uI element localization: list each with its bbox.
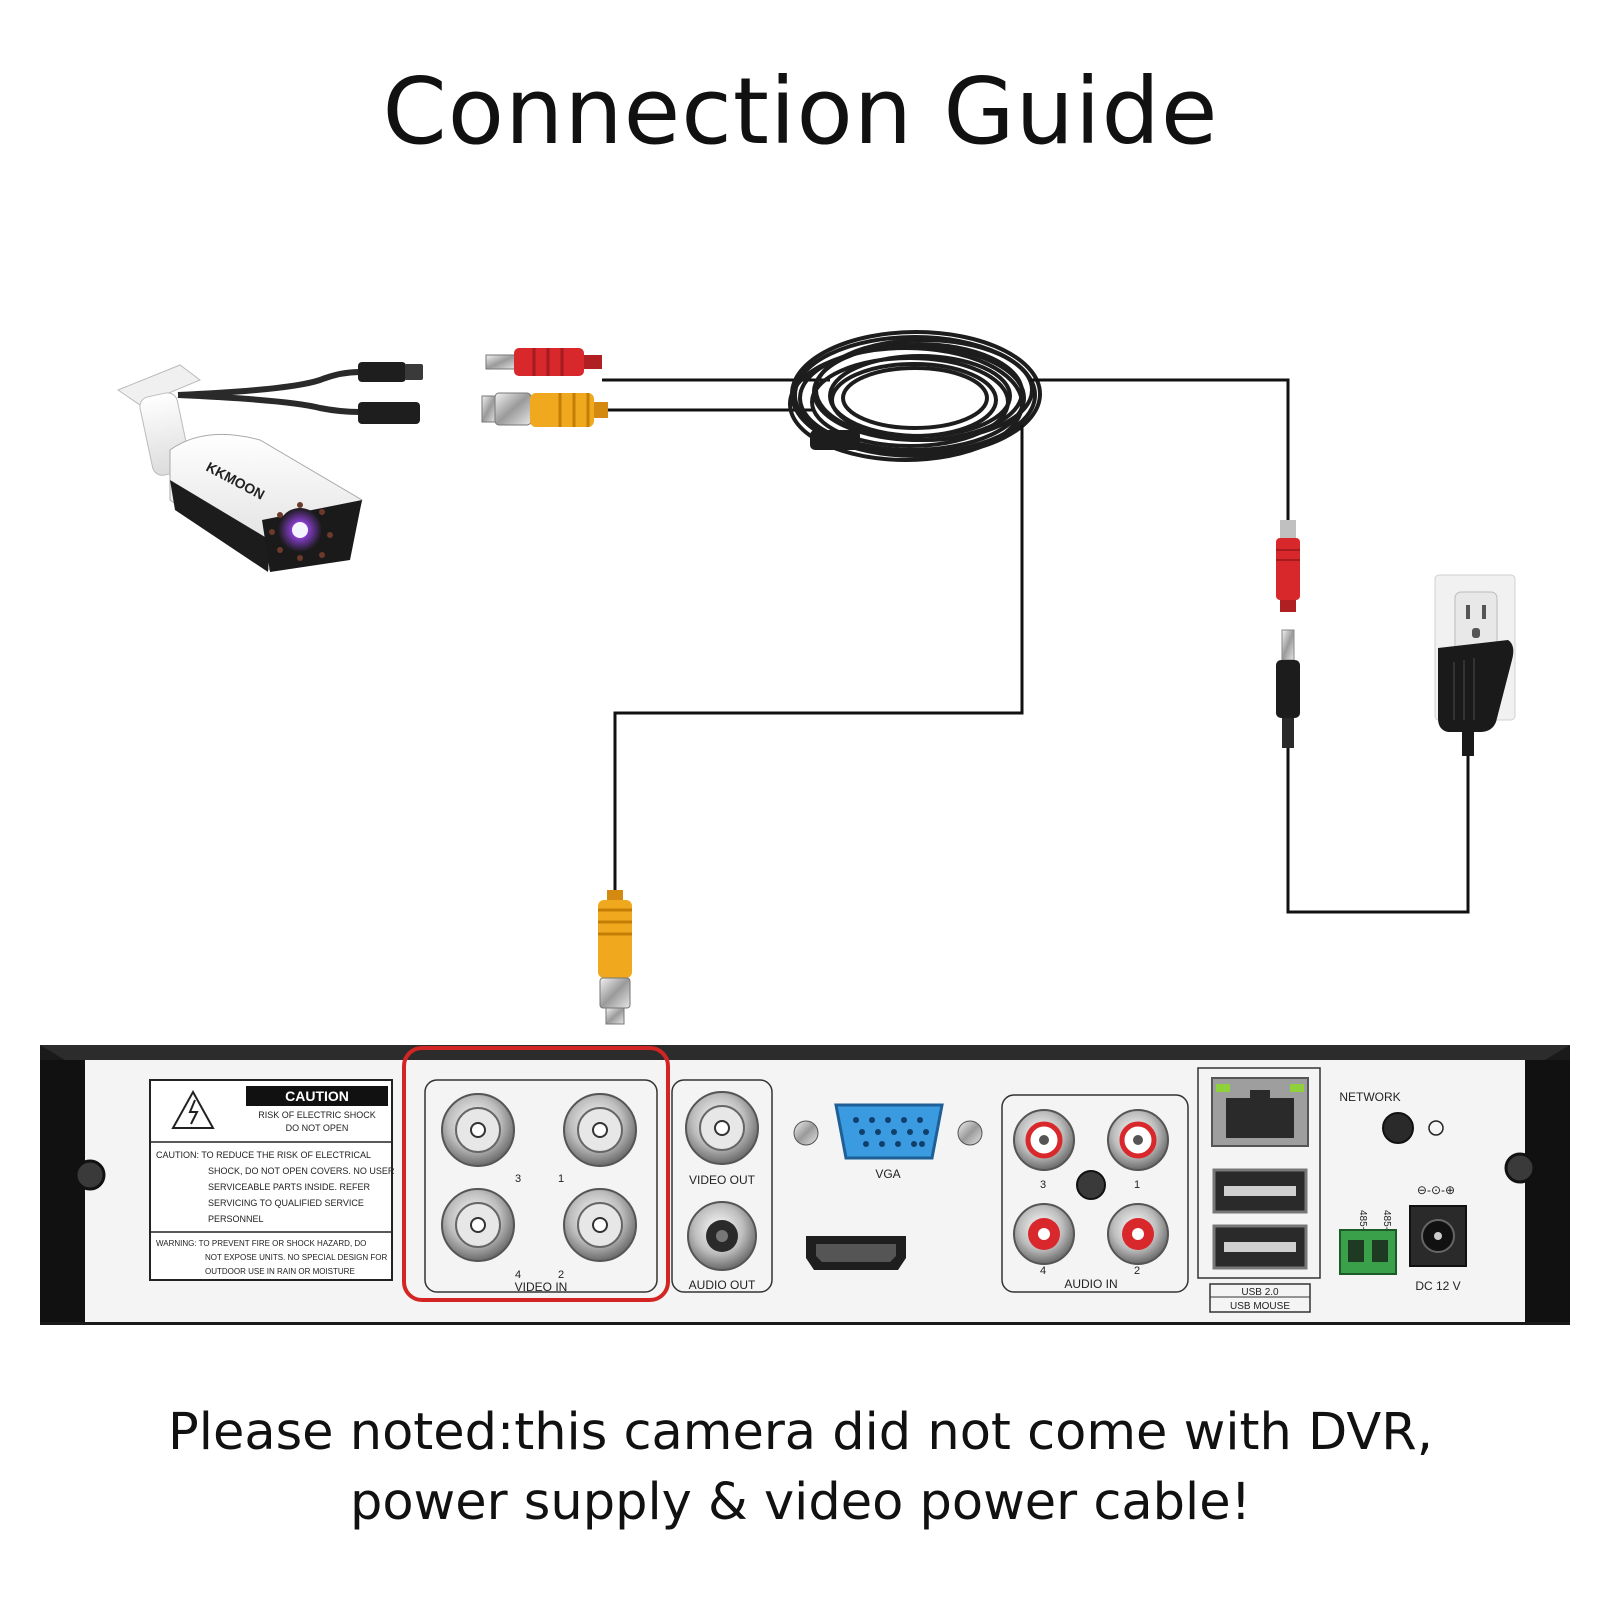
adapter-cable bbox=[1286, 748, 1470, 914]
ground-symbol-icon bbox=[1428, 1120, 1444, 1136]
bnc-video-connector-top bbox=[481, 392, 608, 427]
dc-polarity-label: ⊖-⊙-⊕ bbox=[1417, 1183, 1455, 1197]
warning-text-line: WARNING: TO PREVENT FIRE OR SHOCK HAZARD… bbox=[156, 1239, 366, 1248]
port-number: 1 bbox=[1134, 1179, 1140, 1191]
rca-port-2-icon bbox=[1107, 1203, 1169, 1265]
audio-out-label: AUDIO OUT bbox=[689, 1278, 756, 1292]
rs485-plus-label: 485+ bbox=[1357, 1210, 1368, 1233]
rca-port-1-icon bbox=[1107, 1109, 1169, 1171]
page-title: Connection Guide bbox=[382, 58, 1219, 165]
bnc-port-3-icon bbox=[441, 1093, 515, 1167]
video-audio-out-group: VIDEO OUT AUDIO OUT bbox=[671, 1079, 773, 1293]
caution-text-line: CAUTION: TO REDUCE THE RISK OF ELECTRICA… bbox=[156, 1150, 371, 1160]
port-number: 4 bbox=[515, 1269, 521, 1281]
video-cable-route bbox=[613, 425, 1024, 900]
power-female-connector bbox=[1276, 520, 1300, 612]
dc-voltage-label: DC 12 V bbox=[1415, 1279, 1460, 1293]
ethernet-port-icon bbox=[1211, 1077, 1309, 1147]
port-number: 2 bbox=[558, 1269, 564, 1281]
audio-in-port-group: 3 1 4 2 AUDIO IN bbox=[1001, 1094, 1189, 1293]
vga-port: VGA bbox=[793, 1103, 983, 1181]
usb-port-icon bbox=[1212, 1168, 1308, 1214]
bullet-camera: KKMOON bbox=[116, 364, 363, 572]
network-usb-group: USB 2.0 USB MOUSE bbox=[1197, 1067, 1321, 1313]
bnc-port-4-icon bbox=[441, 1188, 515, 1262]
caution-subheading-2: DO NOT OPEN bbox=[286, 1123, 349, 1133]
warning-text-line: NOT EXPOSE UNITS. NO SPECIAL DESIGN FOR bbox=[205, 1253, 387, 1262]
dc-power-jack-icon bbox=[1409, 1205, 1467, 1267]
disclaimer-line-2: power supply & video power cable! bbox=[349, 1473, 1252, 1532]
network-label: NETWORK bbox=[1339, 1090, 1400, 1104]
caution-label: CAUTION RISK OF ELECTRIC SHOCK DO NOT OP… bbox=[149, 1079, 395, 1281]
ground-screw-icon bbox=[1382, 1112, 1414, 1144]
bnc-video-connector-bottom bbox=[598, 890, 632, 1025]
caution-subheading-1: RISK OF ELECTRIC SHOCK bbox=[258, 1110, 376, 1120]
bnc-port-2-icon bbox=[563, 1188, 637, 1262]
port-number: 3 bbox=[515, 1173, 521, 1185]
bnc-port-1-icon bbox=[563, 1093, 637, 1167]
usb-port-icon bbox=[1212, 1224, 1308, 1270]
screw-icon bbox=[1504, 1152, 1536, 1184]
caution-text-line: SHOCK, DO NOT OPEN COVERS. NO USER bbox=[208, 1166, 395, 1176]
caution-heading: CAUTION bbox=[285, 1088, 349, 1104]
caution-text-line: SERVICEABLE PARTS INSIDE. REFER bbox=[208, 1182, 371, 1192]
audio-in-label: AUDIO IN bbox=[1064, 1277, 1117, 1291]
vga-label: VGA bbox=[875, 1167, 900, 1181]
caution-text-line: SERVICING TO QUALIFIED SERVICE bbox=[208, 1198, 364, 1208]
port-number: 3 bbox=[1040, 1179, 1046, 1191]
hdmi-port-icon bbox=[806, 1236, 906, 1270]
power-adapter-plug bbox=[1276, 629, 1300, 748]
usb-mouse-label: USB MOUSE bbox=[1230, 1301, 1290, 1312]
video-in-highlight-box bbox=[402, 1046, 670, 1302]
power-terminal-group: NETWORK 485+ 485- ⊖-⊙-⊕ DC 12 V bbox=[1339, 1090, 1467, 1293]
shock-warning-icon bbox=[171, 1089, 215, 1129]
screw-icon bbox=[74, 1159, 106, 1191]
wall-outlet-adapter bbox=[1434, 574, 1516, 790]
port-number: 2 bbox=[1134, 1265, 1140, 1277]
audio-out-rca-icon bbox=[687, 1201, 757, 1271]
port-number: 4 bbox=[1040, 1265, 1046, 1277]
video-out-label: VIDEO OUT bbox=[689, 1173, 756, 1187]
dvr-rear-panel: CAUTION RISK OF ELECTRIC SHOCK DO NOT OP… bbox=[40, 1045, 1570, 1325]
cable-coil bbox=[788, 330, 1042, 462]
caution-text-line: PERSONNEL bbox=[208, 1214, 264, 1224]
rca-port-4-icon bbox=[1013, 1203, 1075, 1265]
camera-pigtail-cable bbox=[177, 362, 423, 424]
disclaimer-note: Please noted:this camera did not come wi… bbox=[0, 1398, 1601, 1538]
disclaimer-line-1: Please noted:this camera did not come wi… bbox=[168, 1403, 1433, 1462]
video-out-bnc-icon bbox=[685, 1091, 759, 1165]
rs485-minus-label: 485- bbox=[1381, 1210, 1392, 1230]
screw-icon bbox=[1076, 1170, 1106, 1200]
video-in-label: VIDEO IN bbox=[515, 1280, 568, 1294]
usb-label: USB 2.0 bbox=[1241, 1287, 1279, 1298]
power-cable-route bbox=[1030, 378, 1290, 525]
rs485-terminal-icon bbox=[1339, 1229, 1397, 1275]
port-number: 1 bbox=[558, 1173, 564, 1185]
video-in-port-group: 3 1 4 2 VIDEO IN bbox=[424, 1079, 658, 1294]
rca-port-3-icon bbox=[1013, 1109, 1075, 1171]
warning-text-line: OUTDOOR USE IN RAIN OR MOISTURE bbox=[205, 1267, 355, 1276]
power-plug-connector bbox=[485, 348, 602, 376]
